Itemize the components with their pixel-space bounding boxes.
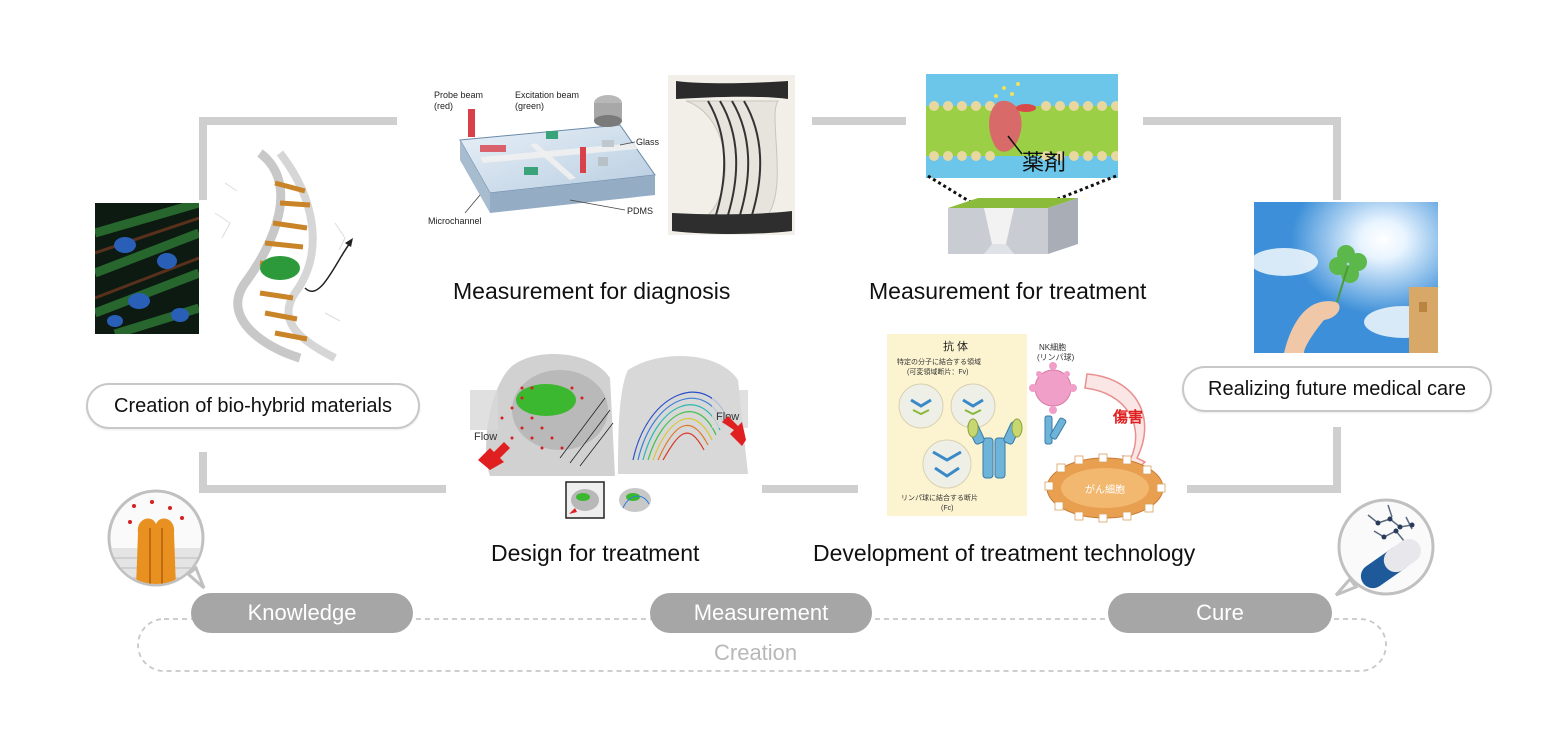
creation-topic-pill: Creation of bio-hybrid materials	[86, 383, 420, 429]
aneurysm-simulation-right: Flow	[618, 356, 748, 474]
glass-label: Glass	[636, 137, 660, 147]
membrane-channel-illustration	[107, 489, 206, 590]
probe-beam-sub: (red)	[434, 101, 453, 111]
antibody-diagram: 抗 体 特定の分子に結合する領域 (可変領域断片：Fv) リンパ球に結合する断片…	[887, 334, 1027, 516]
flexible-sensor-photo	[668, 75, 795, 235]
antibody-bottom2: (Fc)	[941, 505, 953, 512]
antibody-title: 抗 体	[943, 339, 968, 353]
nk-cell-sublabel: (リンパ球)	[1037, 352, 1075, 362]
drug-capsule-illustration	[1334, 498, 1435, 597]
excitation-beam-label: Excitation beam	[515, 90, 579, 100]
cell-membrane-drug-image: 薬剤	[926, 74, 1118, 178]
antibody-bottom1: リンパ球に結合する断片	[901, 493, 978, 502]
stage-cure-label: Cure	[1196, 600, 1244, 625]
creation-loop-label: Creation	[714, 640, 798, 665]
future-care-pill: Realizing future medical care	[1182, 366, 1492, 412]
future-care-label: Realizing future medical care	[1208, 377, 1466, 400]
development-caption: Development of treatment technology	[813, 540, 1196, 566]
dna-structure-image	[214, 149, 353, 363]
stage-measurement: Measurement	[650, 593, 872, 633]
drug-label: 薬剤	[1022, 150, 1066, 175]
measure-treatment-caption: Measurement for treatment	[869, 278, 1147, 304]
sensor-block-image	[948, 198, 1078, 254]
diagnosis-caption: Measurement for diagnosis	[453, 278, 731, 304]
fluorescent-cells-image	[95, 203, 199, 334]
microfluidic-chip-diagram: Probe beam (red) Excitation beam (green)…	[428, 90, 660, 226]
creation-topic-label: Creation of bio-hybrid materials	[114, 394, 392, 417]
stage-knowledge: Knowledge	[191, 593, 413, 633]
nk-cell-label: NK細胞	[1039, 342, 1066, 352]
antibody-line1: 特定の分子に結合する領域	[897, 357, 981, 366]
antibody-line2: (可変領域断片：Fv)	[907, 367, 968, 376]
aneurysm-simulation-left: Flow	[470, 354, 615, 476]
damage-label: 傷害	[1112, 408, 1143, 426]
design-thumbnails	[565, 481, 651, 519]
clover-sky-photo	[1254, 202, 1438, 353]
design-caption: Design for treatment	[491, 540, 700, 566]
excitation-beam-sub: (green)	[515, 101, 544, 111]
stage-measurement-label: Measurement	[693, 600, 829, 625]
stage-cure: Cure	[1108, 593, 1332, 633]
pdms-label: PDMS	[627, 206, 653, 216]
nk-cell-attack-diagram: NK細胞 (リンパ球) 傷害 がん細胞	[967, 342, 1166, 523]
flow-label-left: Flow	[474, 431, 497, 443]
stage-knowledge-label: Knowledge	[247, 600, 357, 625]
cancer-cell-label: がん細胞	[1085, 483, 1125, 496]
probe-beam-label: Probe beam	[434, 90, 483, 100]
microchannel-label: Microchannel	[428, 216, 482, 226]
